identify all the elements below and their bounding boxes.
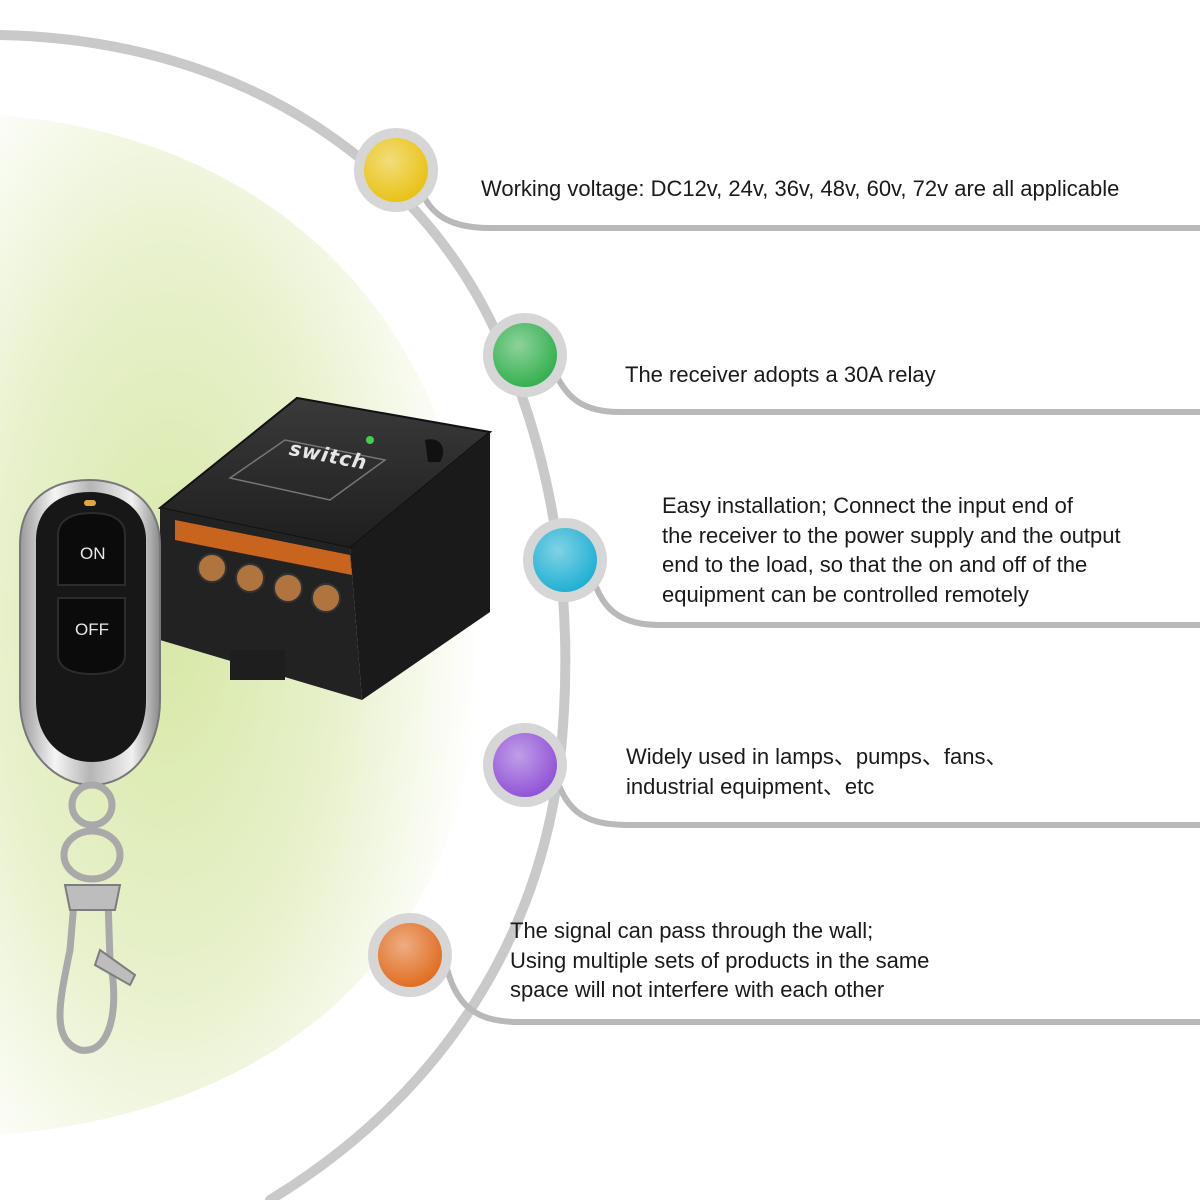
feature-installation-line: end to the load, so that the on and off … <box>662 552 1088 577</box>
feature-usage-line: Widely used in lamps、pumps、fans、 <box>626 744 1008 769</box>
receiver-led-icon <box>366 436 374 444</box>
receiver-antenna-icon <box>425 439 444 462</box>
feature-voltage-line: Working voltage: DC12v, 24v, 36v, 48v, 6… <box>481 176 1120 201</box>
feature-relay: The receiver adopts a 30A relay <box>625 360 936 390</box>
dot-usage <box>483 723 567 807</box>
feature-voltage: Working voltage: DC12v, 24v, 36v, 48v, 6… <box>481 174 1119 204</box>
feature-relay-line: The receiver adopts a 30A relay <box>625 362 936 387</box>
feature-signal-line: space will not interfere with each other <box>510 977 885 1002</box>
feature-signal: The signal can pass through the wall; Us… <box>510 916 929 1005</box>
receiver-terminals <box>197 553 341 613</box>
receiver-terminal-cover <box>175 520 352 575</box>
remote-indicator-icon <box>84 500 96 506</box>
feature-dots <box>354 128 607 997</box>
receiver-mount-tabs <box>230 650 285 680</box>
dot-voltage <box>354 128 438 212</box>
remote-control <box>19 478 161 1054</box>
connector-line-signal <box>442 957 1200 1025</box>
keyring-icon <box>56 781 124 1054</box>
feature-installation-line: the receiver to the power supply and the… <box>662 522 1121 548</box>
dot-relay <box>483 313 567 397</box>
feature-usage: Widely used in lamps、pumps、fans、 industr… <box>626 742 1007 801</box>
receiver-box-right <box>350 432 490 700</box>
off-button-label: OFF <box>75 620 109 639</box>
dot-signal <box>368 913 452 997</box>
feature-installation-line: Easy installation; Connect the input end… <box>662 493 1073 518</box>
remote-on-button <box>57 511 126 586</box>
remote-off-button <box>57 597 126 676</box>
feature-installation: Easy installation; Connect the input end… <box>662 491 1121 609</box>
feature-signal-line: The signal can pass through the wall; <box>510 918 874 943</box>
receiver-label-plate <box>228 439 387 501</box>
connector-line-usage <box>552 772 1200 828</box>
receiver-module <box>157 396 493 700</box>
feature-installation-line: equipment can be controlled remotely <box>662 581 1029 607</box>
feature-signal-line: Using multiple sets of products in the s… <box>510 947 930 973</box>
on-button-label: ON <box>80 544 106 563</box>
dot-installation <box>523 518 607 602</box>
clasp-icon <box>63 884 137 987</box>
feature-usage-line: industrial equipment、etc <box>626 773 875 799</box>
